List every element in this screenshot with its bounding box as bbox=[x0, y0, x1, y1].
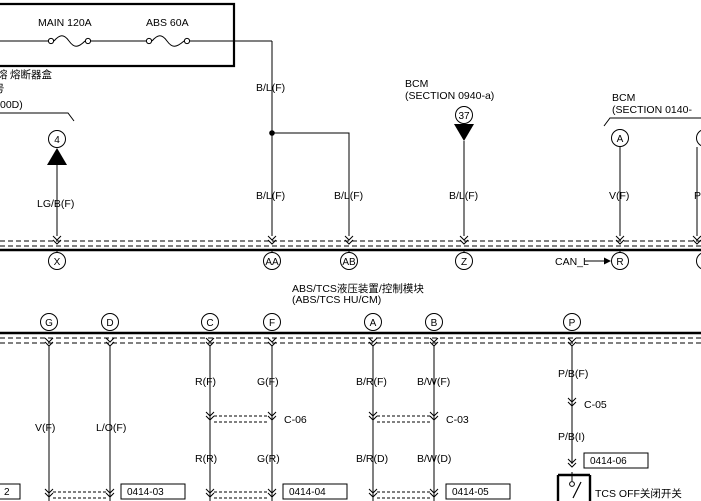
wire-label-r-f: R(F) bbox=[195, 376, 216, 388]
terminal-aa: AA bbox=[265, 257, 279, 268]
wire-label-r-r: R(R) bbox=[195, 453, 217, 465]
wire-label-br-d: B/R(D) bbox=[356, 453, 388, 465]
lower-connector-band bbox=[0, 331, 701, 347]
wire-label-bl-ab: B/L(F) bbox=[334, 190, 363, 202]
tcs-off-switch: TCS OFF关闭开关 bbox=[556, 472, 682, 501]
bcm-right-reference: BCM (SECTION 0140- A bbox=[603, 92, 701, 236]
wire-label-lo: L/O(F) bbox=[96, 422, 126, 434]
upper-connector-band bbox=[0, 235, 701, 253]
left-fragment-1: 号 bbox=[0, 83, 5, 95]
fuse-box: MAIN 120A ABS 60A 熔断器盒 熔 号 00D) bbox=[0, 2, 272, 122]
bl-feed-wire bbox=[269, 41, 350, 236]
wire-label-bl-top: B/L(F) bbox=[256, 82, 285, 94]
fuse-abs-icon bbox=[145, 35, 191, 47]
bcm-right-section: (SECTION 0140- bbox=[612, 104, 692, 116]
fuse-main-icon bbox=[47, 35, 92, 47]
left-fragment-2: 00D) bbox=[0, 99, 23, 111]
page-ref-0414-05: 0414-05 bbox=[452, 487, 489, 498]
wire-label-v-lower: V(F) bbox=[35, 422, 55, 434]
connector-c05-label: C-05 bbox=[584, 399, 607, 411]
wire-label-bl-aa: B/L(F) bbox=[256, 190, 285, 202]
lower-terminals: G D C F A B P bbox=[40, 313, 581, 331]
bcm-mid-circle-label: 37 bbox=[458, 111, 470, 122]
switch-label: TCS OFF关闭开关 bbox=[595, 487, 682, 500]
right-arrow-icon bbox=[604, 257, 611, 265]
terminal-g: G bbox=[45, 318, 53, 329]
module-subtitle: (ABS/TCS HU/CM) bbox=[292, 294, 381, 306]
fuse-abs-label: ABS 60A bbox=[146, 17, 189, 29]
wire-label-pb-i: P/B(I) bbox=[558, 431, 585, 443]
page-ref-2: 2 bbox=[4, 487, 10, 498]
fuse-box-caption-fragment: 熔 bbox=[0, 68, 8, 81]
fuse-main-label: MAIN 120A bbox=[38, 17, 92, 29]
connector-4: 4 bbox=[47, 130, 67, 236]
wire-label-p: P bbox=[694, 190, 701, 202]
connector-4-label: 4 bbox=[54, 135, 60, 146]
terminal-r: R bbox=[616, 257, 623, 268]
wire-label-bw-f: B/W(F) bbox=[417, 376, 450, 388]
connector-a-label: A bbox=[617, 134, 624, 145]
wire-label-g-r: G(R) bbox=[257, 453, 280, 465]
down-arrow-icon bbox=[454, 124, 474, 141]
terminal-p: P bbox=[569, 318, 576, 329]
terminal-f: F bbox=[269, 318, 275, 329]
bcm-mid-title: BCM bbox=[405, 78, 428, 90]
terminal-z: Z bbox=[461, 257, 467, 268]
wire-label-pb-f: P/B(F) bbox=[558, 368, 588, 380]
wire-label-bl-z: B/L(F) bbox=[449, 190, 478, 202]
switch-contact-icon bbox=[569, 481, 575, 487]
bcm-mid-reference: BCM (SECTION 0940-a) 37 bbox=[405, 78, 494, 236]
connector-c06-label: C-06 bbox=[284, 414, 307, 426]
lower-wires bbox=[48, 346, 573, 501]
fuse-box-caption: 熔断器盒 bbox=[10, 68, 52, 81]
terminal-c: C bbox=[206, 318, 213, 329]
terminal-a: A bbox=[370, 318, 377, 329]
page-ref-0414-03: 0414-03 bbox=[127, 487, 164, 498]
wire-label-br-f: B/R(F) bbox=[356, 376, 387, 388]
wire-label-g-f: G(F) bbox=[257, 376, 279, 388]
connector-c03-label: C-03 bbox=[446, 414, 469, 426]
module-title: ABS/TCS液压装置/控制模块 bbox=[292, 282, 424, 295]
wire-label-lg-b: LG/B(F) bbox=[37, 198, 74, 210]
wire-label-v: V(F) bbox=[609, 190, 629, 202]
page-ref-0414-06: 0414-06 bbox=[590, 456, 627, 467]
terminal-d: D bbox=[106, 318, 113, 329]
bcm-mid-section: (SECTION 0940-a) bbox=[405, 90, 494, 102]
terminal-x: X bbox=[54, 257, 61, 268]
terminal-ab: AB bbox=[342, 257, 356, 268]
wire-label-bw-d: B/W(D) bbox=[417, 453, 451, 465]
bcm-right-title: BCM bbox=[612, 92, 635, 104]
terminal-b: B bbox=[431, 318, 438, 329]
bottom-references: 2 0414-03 0414-04 0414-05 0414-06 bbox=[0, 452, 649, 500]
up-arrow-icon bbox=[47, 148, 67, 165]
upper-terminals: X AA AB Z R CAN_L bbox=[48, 252, 701, 270]
page-ref-0414-04: 0414-04 bbox=[289, 487, 326, 498]
inline-connectors: C-06 C-03 C-05 bbox=[205, 397, 607, 468]
can-l-label: CAN_L bbox=[555, 256, 589, 268]
